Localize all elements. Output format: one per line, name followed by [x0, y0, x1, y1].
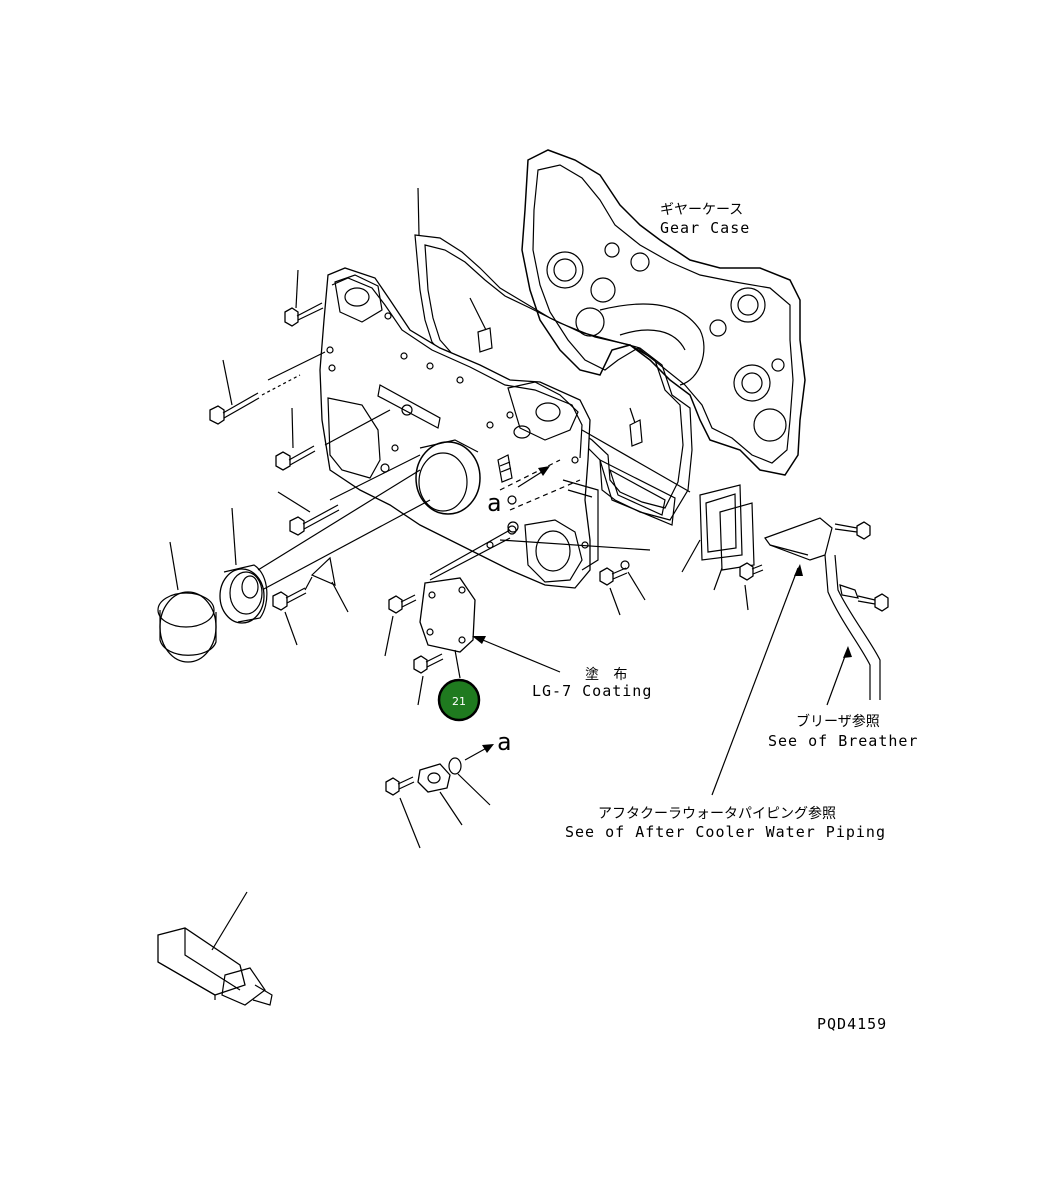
callout-21[interactable]: 21: [437, 678, 481, 722]
breather-label-en: See of Breather: [768, 732, 918, 750]
gear-case-label-en: Gear Case: [660, 219, 750, 237]
bolt-set: [209, 269, 349, 646]
cover-bolts: [384, 594, 444, 706]
side-gasket-plate: [599, 458, 755, 591]
callout-number: 21: [452, 695, 466, 708]
after-cooler-label-jp: アフタクーラウォータパイピング参照: [598, 805, 836, 822]
gear-case-label-jp: ギヤーケース: [660, 202, 743, 218]
gear-case: [521, 149, 806, 476]
front-cover: [319, 267, 599, 589]
breather-pipe: [711, 517, 889, 796]
spring: [497, 454, 513, 483]
drawing-code: PQD4159: [817, 1015, 887, 1033]
coating-leader: [472, 636, 561, 673]
dowel-pin: [469, 297, 643, 447]
oil-seal: [219, 507, 268, 624]
cover-plate: [419, 537, 511, 679]
flange-set: [385, 744, 494, 849]
breather-label-jp: ブリーザ参照: [796, 713, 880, 730]
assembly-lines: [257, 351, 691, 591]
installation-tool: [157, 891, 273, 1006]
side-bolts: [599, 560, 764, 616]
reference-arrow-upper: [517, 466, 550, 488]
coating-label-jp: 塗 布: [585, 666, 630, 683]
wear-sleeve: [157, 541, 217, 663]
reference-a-upper: a: [487, 489, 501, 517]
reference-a-lower: a: [497, 728, 511, 756]
after-cooler-label-en: See of After Cooler Water Piping: [565, 823, 886, 841]
coating-label-en: LG-7 Coating: [532, 682, 652, 700]
